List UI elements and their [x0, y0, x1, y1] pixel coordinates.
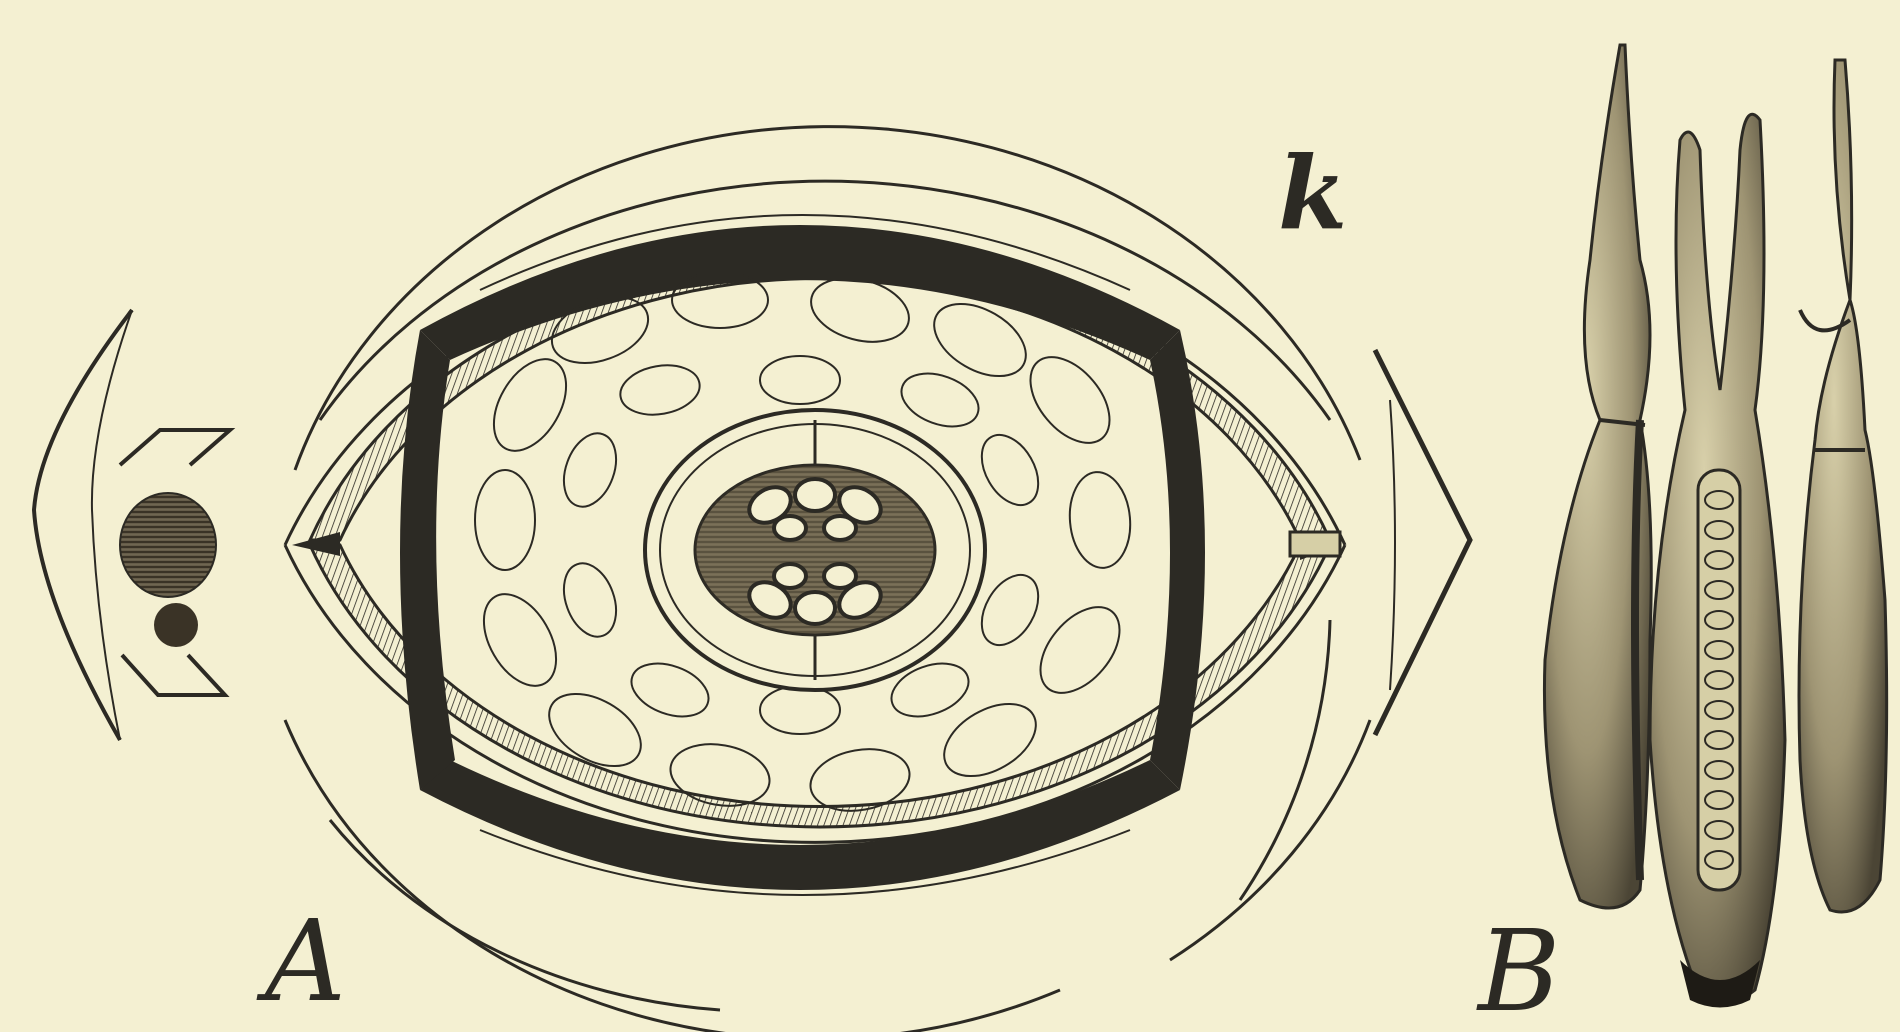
panel-b-label: B — [1476, 907, 1560, 1032]
part-k-label: k — [1278, 134, 1347, 252]
panel-a-label: A — [256, 897, 346, 1027]
central-ovary — [645, 410, 985, 690]
